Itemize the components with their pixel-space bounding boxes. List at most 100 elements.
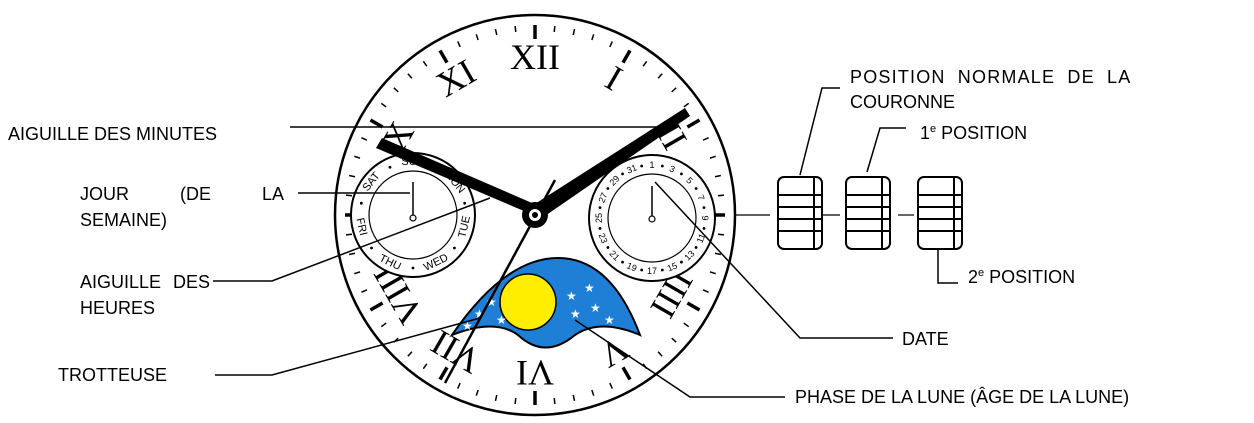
minute-tick bbox=[609, 41, 613, 48]
minute-tick bbox=[407, 351, 413, 357]
date-number-separator bbox=[621, 260, 624, 264]
date-number-separator bbox=[702, 226, 706, 230]
minute-tick bbox=[683, 102, 690, 108]
minute-tick bbox=[709, 155, 716, 159]
minute-tick bbox=[348, 174, 356, 178]
svg-text:★: ★ bbox=[570, 307, 581, 321]
minute-tick bbox=[621, 49, 632, 64]
label-hour-word-1: AIGUILLE bbox=[80, 272, 162, 292]
svg-text:★: ★ bbox=[566, 289, 577, 303]
minute-hand bbox=[527, 108, 690, 218]
leader-crown-first bbox=[866, 127, 906, 173]
minute-tick bbox=[393, 87, 399, 93]
star-icons: ★★★ ★★★ ★★★ bbox=[462, 281, 615, 333]
weekday-label-separator bbox=[359, 201, 363, 205]
weekday-label-separator bbox=[453, 246, 456, 250]
minute-tick bbox=[686, 301, 701, 312]
minute-tick bbox=[591, 389, 595, 396]
leader-crown-normal bbox=[799, 87, 840, 176]
date-number-separator bbox=[598, 226, 602, 230]
svg-text:★: ★ bbox=[474, 307, 485, 321]
minute-tick bbox=[572, 394, 576, 402]
date-number-separator bbox=[694, 246, 698, 249]
date-number-separator bbox=[598, 206, 602, 210]
date-number: 15 bbox=[666, 260, 679, 273]
crown-second bbox=[917, 176, 963, 250]
crown-first-superscript: e bbox=[930, 123, 937, 135]
date-number-separator bbox=[660, 268, 664, 272]
minute-tick bbox=[714, 174, 722, 178]
minute-tick bbox=[345, 233, 353, 236]
date-number-separator bbox=[640, 164, 644, 168]
minute-tick bbox=[553, 397, 556, 405]
minute-tick bbox=[354, 155, 361, 159]
date-number-separator bbox=[606, 246, 610, 249]
date-number: 7 bbox=[695, 193, 706, 201]
weekday-label-separator bbox=[388, 165, 392, 169]
date-number: 27 bbox=[596, 191, 609, 204]
date-number-separator bbox=[660, 164, 664, 168]
minute-tick bbox=[380, 322, 387, 328]
weekday-label-separator bbox=[411, 266, 415, 270]
minute-tick bbox=[671, 87, 677, 93]
weekday-label: FRI bbox=[354, 217, 370, 237]
minute-tick bbox=[369, 118, 384, 129]
date-number: 17 bbox=[647, 266, 657, 276]
hour-hand bbox=[376, 138, 539, 214]
minute-tick bbox=[702, 137, 709, 141]
minute-tick bbox=[457, 41, 461, 48]
label-crown-first: 1e POSITION bbox=[920, 122, 1027, 144]
label-hour-hand-line2: HEURES bbox=[80, 298, 156, 318]
minute-tick bbox=[717, 194, 725, 197]
svg-text:★: ★ bbox=[584, 281, 595, 295]
minute-tick bbox=[702, 289, 709, 293]
minute-track bbox=[345, 25, 725, 405]
crown-normal bbox=[777, 176, 823, 250]
label-moon-phase: PHASE DE LA LUNE (ÂGE DE LA LUNE) bbox=[795, 387, 1130, 407]
leader-second bbox=[215, 317, 481, 376]
date-number: 23 bbox=[596, 232, 609, 245]
minute-tick bbox=[407, 73, 413, 79]
minute-tick bbox=[591, 34, 595, 41]
minute-tick bbox=[494, 28, 498, 36]
date-number: 25 bbox=[594, 213, 604, 223]
minute-tick bbox=[457, 382, 461, 389]
minute-tick bbox=[361, 289, 368, 293]
date-number: 9 bbox=[700, 215, 710, 220]
label-second-hand: TROTTEUSE bbox=[58, 365, 168, 385]
date-number-separator bbox=[621, 172, 624, 176]
date-number-separator bbox=[702, 206, 706, 210]
date-number: 31 bbox=[625, 162, 638, 175]
weekday-label-separator bbox=[370, 246, 373, 250]
hour-numeral: XII bbox=[510, 37, 560, 77]
svg-text:★: ★ bbox=[462, 319, 473, 333]
minute-tick bbox=[621, 366, 632, 381]
leader-lines bbox=[213, 87, 958, 398]
minute-tick bbox=[380, 102, 387, 108]
minute-tick bbox=[714, 252, 722, 256]
minute-tick bbox=[422, 60, 428, 67]
leader-crown-second bbox=[937, 250, 958, 284]
minute-tick bbox=[657, 73, 663, 79]
minute-tick bbox=[345, 194, 353, 197]
crown-second-superscript: e bbox=[978, 267, 985, 279]
weekday-label: TUE bbox=[456, 215, 473, 239]
svg-text:★: ★ bbox=[604, 313, 615, 327]
label-date: DATE bbox=[902, 329, 949, 349]
crown-second-number: 2 bbox=[968, 267, 979, 287]
date-number: 21 bbox=[607, 248, 621, 262]
date-number-separator bbox=[694, 187, 698, 190]
label-crown-normal-line1: POSITION NORMALE DE LA bbox=[850, 67, 1132, 87]
label-crown-normal-line2: COURONNE bbox=[850, 92, 956, 112]
minute-tick bbox=[348, 252, 356, 256]
label-crown-second: 2e POSITION bbox=[968, 266, 1075, 288]
minute-tick bbox=[438, 49, 449, 64]
label-hour-hand-line1: AIGUILLE DES bbox=[80, 271, 210, 293]
crown-positions bbox=[735, 176, 963, 250]
date-number-separator bbox=[680, 260, 683, 264]
minute-tick bbox=[709, 271, 716, 275]
minute-tick bbox=[438, 366, 449, 381]
minute-tick bbox=[609, 382, 613, 389]
